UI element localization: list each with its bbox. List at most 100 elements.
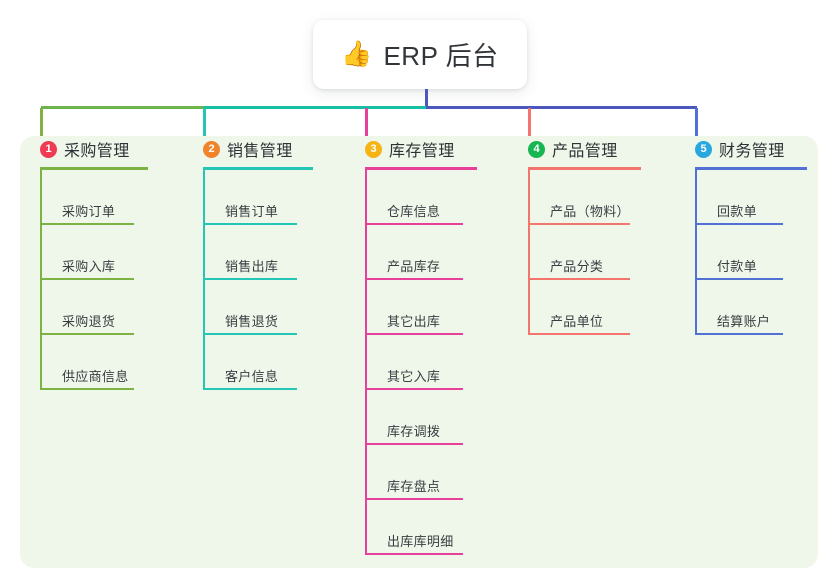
leaf-item[interactable]: 库存盘点 (367, 448, 463, 500)
branch-title-1: 采购管理 (64, 143, 130, 160)
leaf-item[interactable]: 出库库明细 (367, 503, 463, 555)
leaf-item[interactable]: 销售订单 (205, 173, 297, 225)
branch-badge-4: 4 (528, 140, 545, 158)
branch-header-rule-4 (528, 167, 641, 170)
leaf-item-label: 产品库存 (387, 259, 441, 274)
leaf-item-label: 其它入库 (387, 369, 441, 384)
leaf-item[interactable]: 付款单 (697, 228, 783, 280)
leaf-item-label: 仓库信息 (387, 204, 441, 219)
drop-connector-4 (528, 108, 531, 148)
leaf-item[interactable]: 其它入库 (367, 338, 463, 390)
leaf-item[interactable]: 销售出库 (205, 228, 297, 280)
leaf-item-label: 采购退货 (62, 314, 116, 329)
branch-spine-3 (365, 170, 367, 555)
branch-header-rule-3 (365, 167, 477, 170)
branch-header-2[interactable]: 2 销售管理 (203, 136, 293, 162)
branch-badge-5: 5 (695, 140, 712, 158)
thumbs-up-icon: 👍 (341, 40, 373, 68)
branch-title-5: 财务管理 (719, 143, 785, 160)
leaf-item-label: 供应商信息 (62, 369, 129, 384)
root-node[interactable]: 👍 ERP 后台 (313, 20, 527, 89)
branch-badge-1: 1 (40, 140, 57, 158)
leaf-item-label: 回款单 (717, 204, 757, 219)
drop-connector-5 (695, 108, 698, 148)
leaf-item-label: 客户信息 (225, 369, 279, 384)
root-node-content: 👍 ERP 后台 (341, 36, 498, 73)
leaf-item[interactable]: 产品单位 (530, 283, 630, 335)
branch-header-rule-5 (695, 167, 807, 170)
bus-green (41, 106, 204, 109)
drop-connector-2 (203, 108, 206, 148)
leaf-item-rule (42, 223, 134, 225)
leaf-item-rule (367, 388, 463, 390)
leaf-item-rule (205, 333, 297, 335)
leaf-item-label: 库存盘点 (387, 479, 441, 494)
leaf-item-label: 销售订单 (225, 204, 279, 219)
leaf-item-label: 其它出库 (387, 314, 441, 329)
leaf-item[interactable]: 产品（物料） (530, 173, 630, 225)
leaf-item-rule (42, 388, 134, 390)
leaf-item[interactable]: 结算账户 (697, 283, 783, 335)
bus-teal (204, 106, 426, 109)
leaf-item-rule (42, 278, 134, 280)
drop-connector-1 (40, 108, 43, 148)
branch-header-1[interactable]: 1 采购管理 (40, 136, 130, 162)
leaf-item[interactable]: 仓库信息 (367, 173, 463, 225)
branch-column-4: 4 产品管理产品（物料） 产品分类产品单位 (528, 136, 681, 536)
leaf-item-rule (205, 278, 297, 280)
leaf-item[interactable]: 采购订单 (42, 173, 134, 225)
leaf-item-label: 付款单 (717, 259, 757, 274)
leaf-item-label: 产品（物料） (550, 204, 630, 219)
leaf-item-label: 采购订单 (62, 204, 116, 219)
leaf-item-label: 结算账户 (717, 314, 771, 329)
branch-column-5: 5 财务管理回款单付款单结算账户 (695, 136, 839, 536)
bus-blue (426, 106, 697, 109)
leaf-item-rule (205, 223, 297, 225)
leaf-item-rule (205, 388, 297, 390)
leaf-item-rule (367, 278, 463, 280)
leaf-item-label: 产品单位 (550, 314, 604, 329)
leaf-item-rule (697, 223, 783, 225)
leaf-item[interactable]: 产品库存 (367, 228, 463, 280)
leaf-item-label: 销售退货 (225, 314, 279, 329)
leaf-item[interactable]: 回款单 (697, 173, 783, 225)
branch-spine-5 (695, 170, 697, 335)
branch-spine-1 (40, 170, 42, 390)
branch-column-1: 1 采购管理采购订单采购入库采购退货供应商信息 (40, 136, 188, 536)
root-stem-connector (425, 89, 428, 108)
branch-header-rule-1 (40, 167, 148, 170)
branch-title-2: 销售管理 (227, 143, 293, 160)
branch-header-4[interactable]: 4 产品管理 (528, 136, 618, 162)
leaf-item-rule (367, 333, 463, 335)
leaf-item-label: 采购入库 (62, 259, 116, 274)
leaf-item-rule (697, 333, 783, 335)
branch-badge-2: 2 (203, 140, 220, 158)
leaf-item-rule (367, 443, 463, 445)
branch-spine-2 (203, 170, 205, 390)
leaf-item-rule (367, 498, 463, 500)
leaf-item[interactable]: 采购退货 (42, 283, 134, 335)
leaf-item-label: 产品分类 (550, 259, 604, 274)
branch-spine-4 (528, 170, 530, 335)
leaf-item[interactable]: 采购入库 (42, 228, 134, 280)
leaf-item-label: 库存调拨 (387, 424, 441, 439)
leaf-item-rule (697, 278, 783, 280)
branch-column-2: 2 销售管理销售订单销售出库销售退货客户信息 (203, 136, 353, 536)
leaf-item[interactable]: 客户信息 (205, 338, 297, 390)
branch-header-5[interactable]: 5 财务管理 (695, 136, 785, 162)
branch-header-rule-2 (203, 167, 313, 170)
branch-badge-3: 3 (365, 140, 382, 158)
branches-panel: 1 采购管理采购订单采购入库采购退货供应商信息 2 销售管理销售订单销售出库销售退货客… (20, 136, 818, 568)
branch-title-4: 产品管理 (552, 143, 618, 160)
leaf-item[interactable]: 供应商信息 (42, 338, 134, 390)
leaf-item[interactable]: 产品分类 (530, 228, 630, 280)
leaf-item-label: 出库库明细 (387, 534, 454, 549)
root-node-title: ERP 后台 (383, 41, 499, 71)
leaf-item-rule (530, 333, 630, 335)
leaf-item[interactable]: 其它出库 (367, 283, 463, 335)
leaf-item[interactable]: 销售退货 (205, 283, 297, 335)
leaf-item-rule (42, 333, 134, 335)
leaf-item[interactable]: 库存调拨 (367, 393, 463, 445)
